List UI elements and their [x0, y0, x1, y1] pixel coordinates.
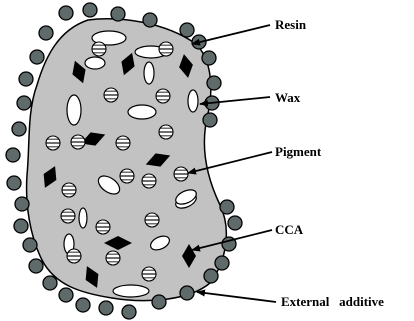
external-additive-particle	[6, 148, 20, 162]
pigment-particle	[120, 169, 134, 183]
external-additive-particle	[220, 200, 234, 214]
pigment-particle	[46, 136, 60, 150]
pigment-particle	[116, 136, 130, 150]
external-additive-particle	[180, 286, 194, 300]
external-additive-particle	[204, 269, 218, 283]
wax-particle	[79, 208, 87, 228]
external-additive-particle	[59, 288, 73, 302]
pigment-particle	[106, 251, 120, 265]
external-additive-label: External additive	[281, 294, 384, 309]
external-additive-arrow	[197, 292, 276, 302]
external-additive-particle	[202, 51, 216, 65]
external-additive-particle	[99, 301, 113, 315]
external-additive-particle	[19, 72, 33, 86]
external-additive-particle	[14, 219, 28, 233]
pigment-particle	[174, 167, 188, 181]
wax-label: Wax	[275, 90, 301, 105]
resin-label: Resin	[275, 17, 307, 32]
external-additive-particle	[59, 6, 73, 20]
external-additive-particle	[43, 276, 57, 290]
external-additive-particle	[76, 298, 90, 312]
wax-particle	[188, 90, 198, 112]
external-additive-particle	[215, 256, 229, 270]
pigment-particle	[62, 183, 76, 197]
pigment-particle	[67, 249, 81, 263]
external-additive-particle	[228, 216, 242, 230]
pigment-particle	[142, 267, 156, 281]
wax-particle	[128, 105, 156, 119]
resin-arrow	[192, 25, 270, 44]
cca-label: CCA	[275, 222, 304, 237]
wax-particle	[113, 285, 149, 297]
wax-particle	[85, 57, 105, 69]
external-additive-particle	[180, 23, 194, 37]
external-additive-particle	[17, 96, 31, 110]
external-additive-particle	[39, 26, 53, 40]
pigment-particle	[159, 125, 173, 139]
pigment-particle	[159, 42, 173, 56]
external-additive-particle	[7, 176, 21, 190]
external-additive-particle	[111, 7, 125, 21]
external-additive-particle	[203, 113, 217, 127]
pigment-particle	[156, 89, 170, 103]
external-additive-particle	[29, 259, 43, 273]
pigment-particle	[96, 220, 110, 234]
external-additive-particle	[83, 3, 97, 17]
wax-particle	[67, 95, 81, 125]
external-additive-particle	[122, 305, 136, 319]
external-additive-particle	[207, 76, 221, 90]
external-additive-particle	[152, 295, 166, 309]
pigment-particle	[61, 209, 75, 223]
pigment-particle	[92, 42, 106, 56]
pigment-particle	[71, 135, 85, 149]
pigment-particle	[145, 213, 159, 227]
external-additive-particle	[15, 197, 29, 211]
pigment-label: Pigment	[275, 144, 322, 159]
external-additive-particle	[12, 122, 26, 136]
wax-particle	[144, 62, 154, 84]
pigment-particle	[142, 174, 156, 188]
external-additive-particle	[30, 50, 44, 64]
external-additive-particle	[143, 13, 157, 27]
external-additive-particle	[23, 238, 37, 252]
pigment-particle	[104, 88, 118, 102]
